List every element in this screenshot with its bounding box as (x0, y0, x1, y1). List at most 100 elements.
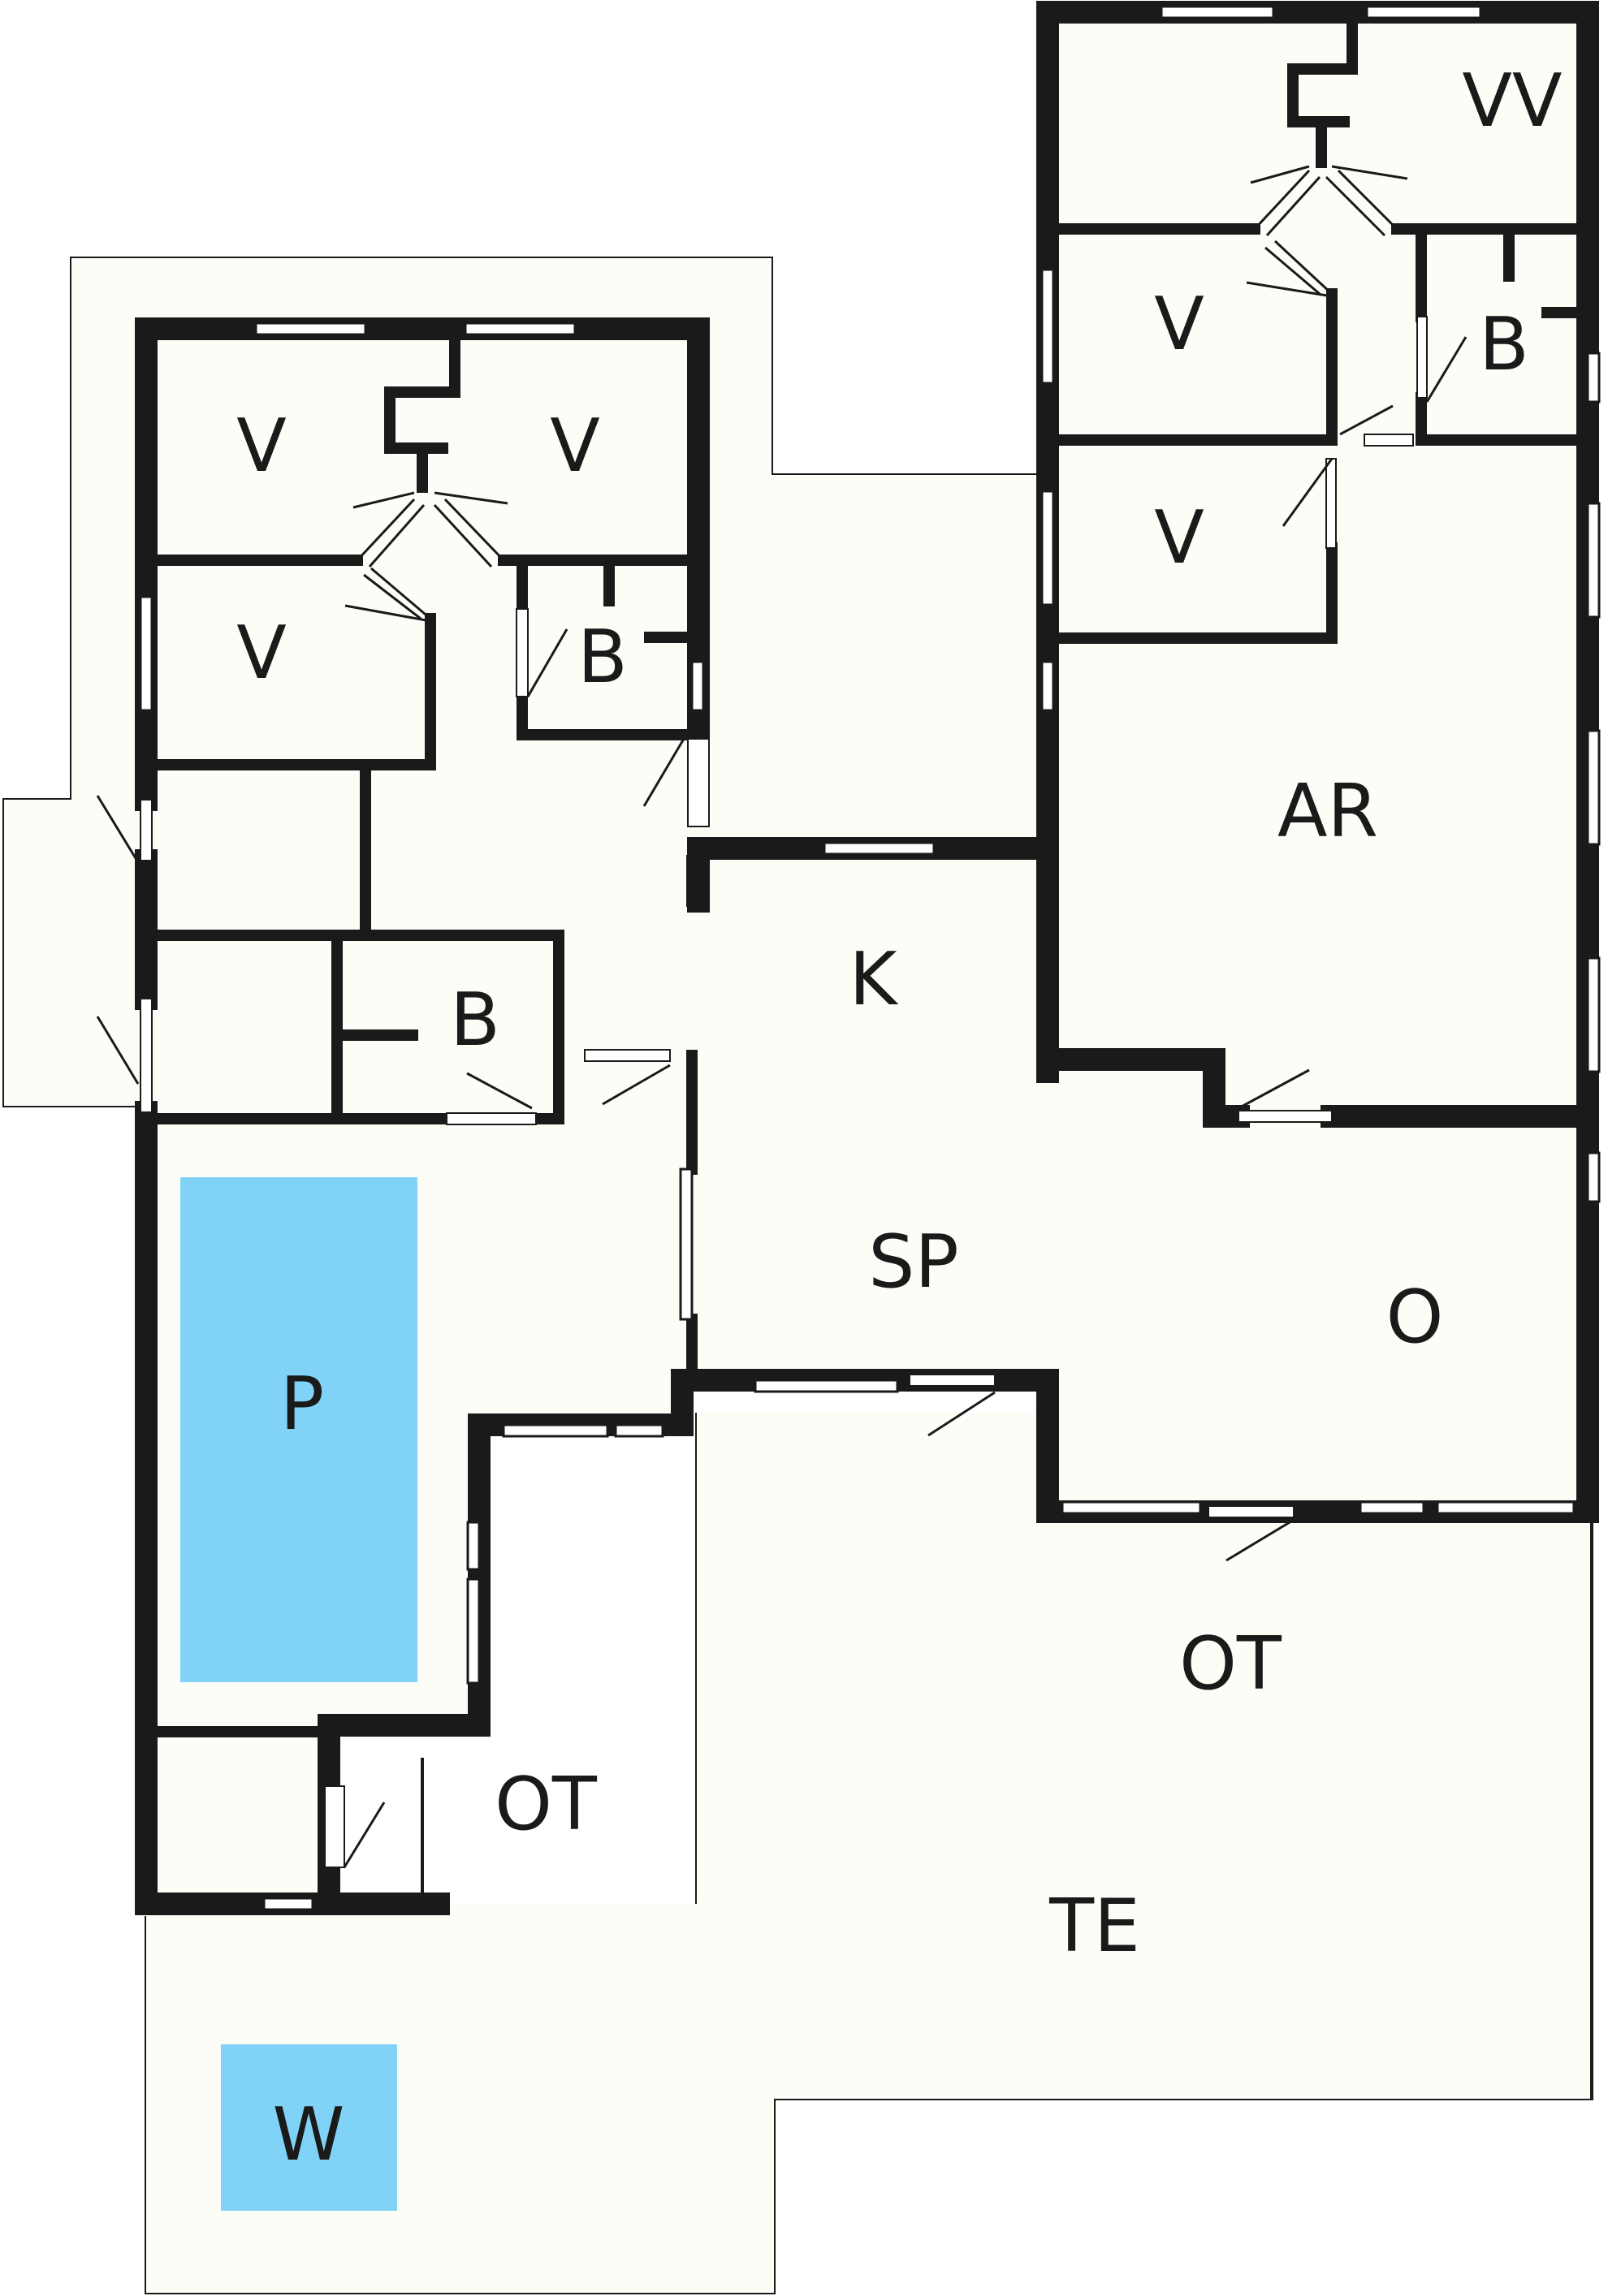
door-opening (1364, 434, 1414, 447)
door-swing (443, 498, 505, 562)
window (1586, 1151, 1601, 1203)
interior-walls (149, 19, 1585, 1905)
pool (180, 1177, 417, 1682)
floor-areas (4, 12, 1590, 2293)
room-label-ot: OT (1179, 1621, 1282, 1707)
whirlpool (221, 2044, 397, 2211)
door-opening (1238, 1110, 1333, 1123)
door-opening (1208, 1505, 1295, 1518)
room-label-v: V (236, 611, 287, 696)
window (1586, 729, 1601, 846)
door-swing (356, 498, 416, 562)
door-swing (1264, 246, 1321, 296)
room-label-ot: OT (495, 1762, 598, 1847)
room-label-b: B (577, 615, 628, 700)
door-swing (1337, 169, 1398, 231)
door-swing (363, 573, 421, 620)
window (466, 1577, 481, 1685)
room-labels: VV V V B V V V B B AR K SP O P OT OT TE … (236, 58, 1562, 2177)
room-label-b: B (1479, 302, 1529, 387)
room-label-te: TE (1048, 1884, 1140, 1969)
door-leaf (466, 1072, 533, 1110)
porch-floor (4, 800, 146, 1106)
windows (139, 5, 1601, 1911)
door-leaf (96, 795, 140, 863)
window (679, 1167, 694, 1321)
door-leaf (1246, 281, 1333, 298)
window (614, 1423, 664, 1438)
v-ur2-walls (1054, 542, 1338, 644)
door-swing (1265, 175, 1321, 237)
room-label-w: W (273, 2092, 345, 2177)
window (1040, 660, 1055, 712)
v-l3-walls (149, 613, 436, 770)
window (690, 660, 705, 712)
door-leaf (602, 1064, 671, 1106)
window (139, 595, 153, 712)
door-leaf (927, 1391, 996, 1437)
door-leaf (526, 628, 568, 697)
window (464, 322, 577, 336)
door-swing (370, 567, 431, 620)
door-opening (324, 1785, 345, 1868)
terrace-floor (697, 1413, 1590, 2099)
door-opening (516, 608, 529, 697)
window (466, 1521, 481, 1571)
b-lm-north (149, 930, 564, 1124)
window (1586, 352, 1601, 404)
door-swing (1325, 175, 1386, 237)
window (1040, 490, 1055, 606)
doors (96, 165, 1468, 1868)
room-label-sp: SP (868, 1219, 958, 1305)
door-leaf (1331, 165, 1408, 180)
window (262, 1897, 314, 1911)
door-opening (1416, 316, 1428, 399)
door-opening (140, 799, 153, 861)
door-leaf (344, 604, 431, 623)
door-leaf (1238, 1068, 1310, 1110)
door-leaf (343, 1802, 386, 1868)
door-opening (584, 1049, 671, 1062)
door-swing (368, 504, 426, 568)
window (1359, 1500, 1425, 1515)
window (823, 841, 936, 856)
window (1436, 1500, 1576, 1515)
door-leaf (352, 491, 415, 509)
door-opening (1325, 458, 1337, 549)
wc-l (384, 335, 460, 454)
b-lu-south (517, 691, 698, 740)
window (1586, 502, 1601, 619)
outdoor-floor (71, 258, 1041, 848)
door-leaf (642, 738, 685, 807)
window (1040, 268, 1055, 385)
door-swing (1253, 169, 1311, 231)
window (754, 1379, 899, 1393)
room-label-k: K (849, 937, 898, 1022)
door-opening (446, 1112, 537, 1125)
door-leaf (96, 1016, 140, 1085)
door-opening (909, 1374, 996, 1387)
room-label-b: B (450, 978, 500, 1063)
door-leaf (434, 491, 508, 505)
window (254, 322, 367, 336)
door-leaf (1250, 165, 1310, 184)
room-label-ar: AR (1277, 769, 1378, 854)
window (1586, 956, 1601, 1073)
door-leaf (1339, 404, 1394, 436)
room-label-v: V (550, 404, 600, 489)
door-leaf (1425, 336, 1468, 403)
door-opening (140, 998, 153, 1113)
window (1061, 1500, 1202, 1515)
room-label-v: V (236, 404, 287, 489)
window (1365, 5, 1482, 19)
wc-ur (1287, 19, 1358, 127)
door-swing (1273, 240, 1334, 296)
room-label-o: O (1386, 1275, 1444, 1360)
door-swing (433, 503, 493, 568)
door-leaf (1282, 458, 1334, 527)
window (1160, 5, 1275, 19)
room-label-v: V (1154, 282, 1204, 367)
door-leaf (1225, 1518, 1295, 1562)
door-opening (687, 738, 710, 827)
